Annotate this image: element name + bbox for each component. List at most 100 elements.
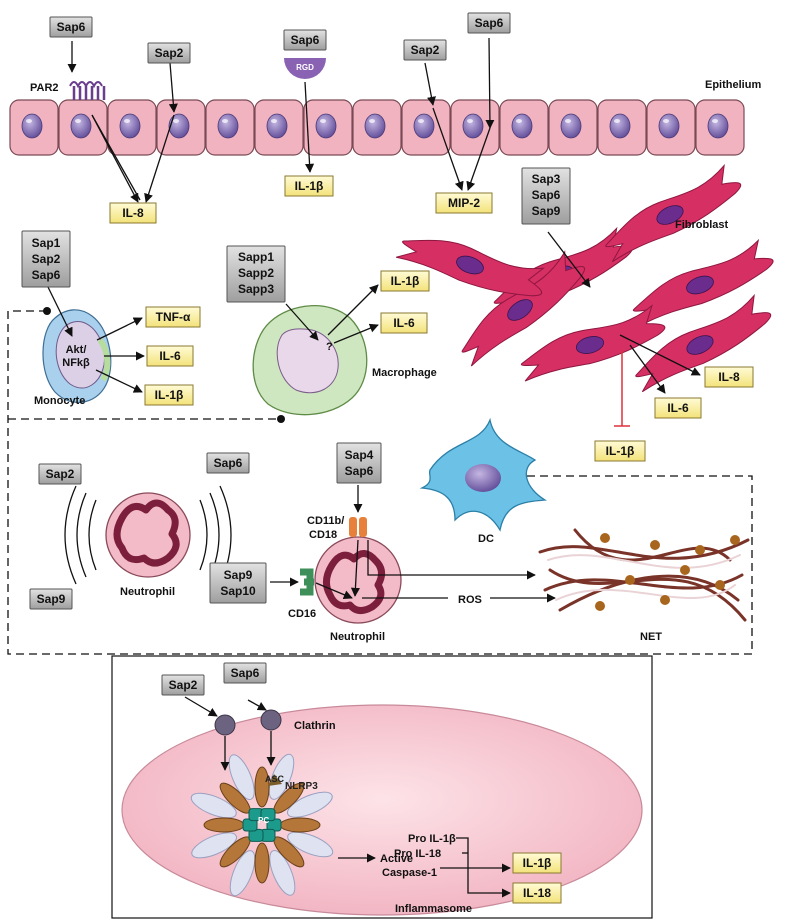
rgd-motif: RGD <box>284 58 326 79</box>
epithelial-cell <box>205 99 255 156</box>
svg-text:Sap6: Sap6 <box>57 20 86 34</box>
fibroblast-cells <box>396 163 774 393</box>
svg-text:Sap2: Sap2 <box>411 43 440 57</box>
inflammasome-arrows <box>184 696 511 898</box>
pro-il18-label: Pro IL-18 <box>394 848 441 860</box>
svg-text:Sap2: Sap2 <box>155 46 184 60</box>
fibroblast-label: Fibroblast <box>675 219 729 231</box>
pc-label: PC <box>258 816 269 825</box>
svg-text:Sap9: Sap9 <box>532 204 561 218</box>
sap-box-infl-sap6: Sap6 <box>223 662 267 684</box>
sap-box-monocyte: Sap1 Sap2 Sap6 <box>21 230 71 288</box>
cytokine-il1b-epithelium: IL-1β <box>284 175 334 197</box>
cytokine-il1b-inflammasome: IL-1β <box>512 852 562 874</box>
svg-text:Sap6: Sap6 <box>475 16 504 30</box>
svg-text:IL-8: IL-8 <box>122 206 144 220</box>
dc-label: DC <box>478 533 494 545</box>
svg-text:IL-1β: IL-1β <box>155 388 184 402</box>
fibroblast-cell <box>635 293 772 393</box>
active-caspase-line2: Caspase-1 <box>382 867 437 879</box>
sap-box-infl-sap2: Sap2 <box>161 674 205 696</box>
svg-text:TNF-α: TNF-α <box>156 310 191 324</box>
pro-il1b-label: Pro IL-1β <box>408 833 456 845</box>
epithelial-cell <box>597 99 647 156</box>
clathrin-label: Clathrin <box>294 720 336 732</box>
cytokine-il6-monocyte: IL-6 <box>146 345 194 367</box>
clathrin-vesicles <box>214 709 282 736</box>
sap-box-par2: Sap6 <box>49 16 93 38</box>
macrophage-arrows <box>285 284 379 344</box>
sap-box-neut-sap2: Sap2 <box>38 463 82 485</box>
svg-text:IL-1β: IL-1β <box>523 856 552 870</box>
cytokine-il6-macrophage: IL-6 <box>380 312 428 334</box>
svg-text:Sap6: Sap6 <box>532 188 561 202</box>
cytokine-mip2: MIP-2 <box>435 192 493 214</box>
macrophage-cell <box>252 305 368 416</box>
epithelial-cell <box>156 99 206 156</box>
svg-text:Sap2: Sap2 <box>169 678 198 692</box>
monocyte-cell <box>42 309 112 403</box>
svg-text:Sap2: Sap2 <box>46 467 75 481</box>
svg-text:RGD: RGD <box>296 63 314 72</box>
neutrophil-arrows <box>270 485 556 603</box>
svg-text:Sap3: Sap3 <box>532 172 561 186</box>
svg-text:IL-18: IL-18 <box>523 886 551 900</box>
epithelium-arrows <box>67 37 495 203</box>
sap-box-neut-sap9: Sap9 <box>29 588 73 610</box>
svg-text:Sapp1: Sapp1 <box>238 250 274 264</box>
asc-label: ASC <box>265 774 285 784</box>
svg-text:Sap6: Sap6 <box>214 456 243 470</box>
fibroblast-cell <box>520 304 666 382</box>
par2-receptor <box>69 81 106 100</box>
monocyte-arrows <box>46 284 145 393</box>
cd11b-receptor <box>349 517 367 537</box>
epithelial-cell <box>107 99 157 156</box>
net-fibers <box>538 528 750 622</box>
svg-text:Sap10: Sap10 <box>220 584 256 598</box>
epithelium-label: Epithelium <box>705 79 761 91</box>
epithelial-cell <box>548 99 598 156</box>
fibroblast-arrows <box>547 231 701 394</box>
epithelial-cell <box>401 99 451 156</box>
sap-box-sap2-top: Sap2 <box>147 42 191 64</box>
svg-text:IL-8: IL-8 <box>718 370 740 384</box>
svg-text:IL-6: IL-6 <box>667 401 689 415</box>
neutrophil-middle <box>314 536 402 624</box>
svg-text:Sap6: Sap6 <box>291 33 320 47</box>
svg-text:Sapp3: Sapp3 <box>238 282 274 296</box>
cytokine-il6-fibroblast: IL-6 <box>654 397 702 419</box>
dendritic-cell <box>419 417 548 532</box>
sap-box-fibroblast: Sap3 Sap6 Sap9 <box>521 167 571 225</box>
monocyte-label: Monocyte <box>34 395 85 407</box>
svg-text:Sap6: Sap6 <box>32 268 61 282</box>
cytokine-il1b-macrophage: IL-1β <box>380 270 430 292</box>
epithelial-cell <box>254 99 304 156</box>
neutrophil-left-label: Neutrophil <box>120 586 175 598</box>
fibroblast-cell <box>461 250 585 367</box>
neutrophil-middle-label: Neutrophil <box>330 631 385 643</box>
sap-box-neut-sap6: Sap6 <box>206 452 250 474</box>
net-label: NET <box>640 631 662 643</box>
epithelial-cell <box>58 99 108 156</box>
fibroblast-cell <box>605 163 742 263</box>
svg-text:IL-1β: IL-1β <box>295 179 324 193</box>
inhibition-line <box>614 350 630 427</box>
svg-text:Sap1: Sap1 <box>32 236 61 250</box>
ros-label: ROS <box>458 594 482 606</box>
cd16-label: CD16 <box>288 608 316 620</box>
akt-label-line1: Akt/ <box>66 344 87 356</box>
epithelial-cell <box>352 99 402 156</box>
epithelial-cell <box>9 99 59 156</box>
macrophage-question: ? <box>326 341 333 353</box>
macrophage-label: Macrophage <box>372 367 437 379</box>
akt-label-line2: NFkβ <box>62 357 90 369</box>
sap-box-sap2-mip: Sap2 <box>403 39 447 61</box>
svg-text:Sap6: Sap6 <box>345 464 374 478</box>
svg-text:IL-6: IL-6 <box>393 316 415 330</box>
sap-box-sap6-mip: Sap6 <box>467 12 511 34</box>
sap-box-sap6-rgd: Sap6 <box>283 29 327 51</box>
epithelial-cell <box>695 99 745 156</box>
par2-label: PAR2 <box>30 82 59 94</box>
sap-box-cd11b: Sap4 Sap6 <box>336 442 382 484</box>
